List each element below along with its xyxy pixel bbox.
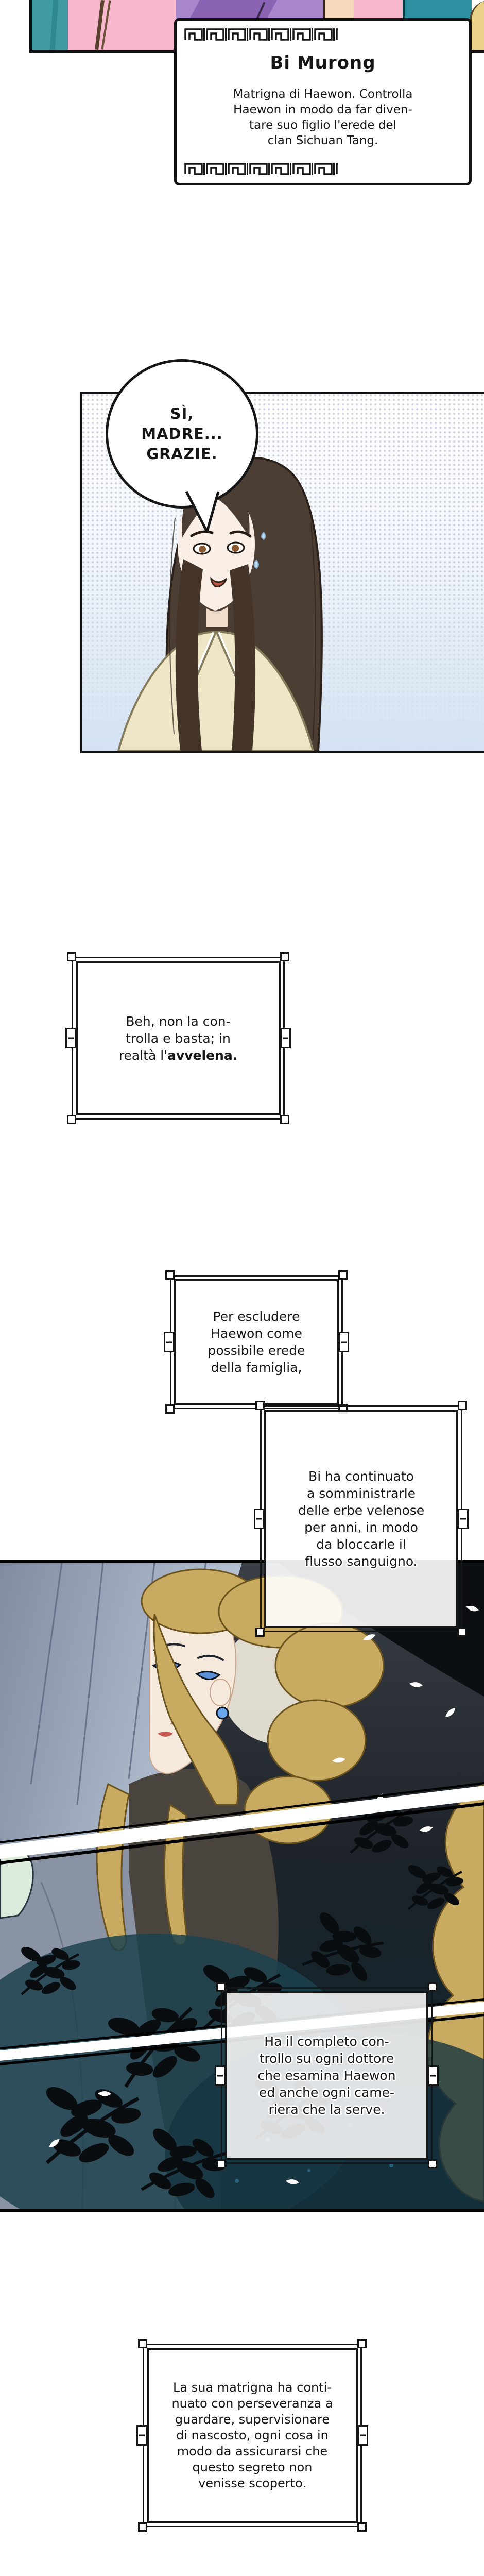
- bubble-tail: [185, 490, 220, 533]
- bubble-line: SÌ,: [170, 404, 194, 422]
- greek-key-ornament: [357, 2339, 367, 2348]
- narration-line: Ha il completo con-: [264, 2034, 389, 2049]
- meander-border-top: [183, 27, 338, 42]
- character-card: Bi Murong Matrigna di Haewon. Controlla …: [174, 18, 472, 185]
- greek-key-ornament: [216, 1982, 226, 1992]
- greek-key-ornament: [338, 1332, 349, 1352]
- greek-key-ornament: [458, 1401, 467, 1410]
- greek-key-ornament: [428, 2065, 439, 2086]
- narration-line: questo segreto non: [192, 2460, 313, 2475]
- narration-line: modo da assicurarsi che: [177, 2444, 328, 2459]
- greek-key-ornament: [280, 952, 289, 961]
- narration-line: da bloccarle il: [316, 1537, 406, 1552]
- greek-key-ornament: [136, 2425, 147, 2446]
- greek-key-ornament: [165, 1404, 175, 1414]
- narration-text: Beh, non la con- trolla e basta; in real…: [119, 1013, 237, 1064]
- greek-key-ornament: [165, 1270, 175, 1280]
- narration-box-bi: Bi ha continuato a somministrarle delle …: [254, 1401, 469, 1637]
- greek-key-ornament: [428, 1982, 437, 1992]
- narration-fragment: realtà l': [118, 1047, 168, 1063]
- greek-key-ornament: [458, 1509, 469, 1529]
- narration-line: La sua matrigna ha conti-: [173, 2380, 332, 2395]
- greek-key-ornament: [357, 2425, 368, 2446]
- greek-key-ornament: [216, 2159, 226, 2168]
- narration-line: flusso sanguigno.: [305, 1554, 418, 1569]
- narration-box-per: Per escludere Haewon come possibile ered…: [164, 1270, 349, 1414]
- card-line: Matrigna di Haewon. Controlla: [233, 88, 413, 101]
- narration-emphasis: avvelena.: [167, 1047, 238, 1063]
- narration-box-la: La sua matrigna ha conti- nuato con pers…: [136, 2339, 368, 2532]
- narration-line: Haewon come: [211, 1326, 302, 1341]
- narration-line: riera che la serve.: [268, 2102, 385, 2117]
- greek-key-ornament: [138, 2522, 147, 2532]
- narration-text: Bi ha continuato a somministrarle delle …: [298, 1468, 424, 1570]
- narration-text: Ha il completo con- trollo su ogni dotto…: [257, 2033, 395, 2118]
- narration-box-beh: Beh, non la con- trolla e basta; in real…: [65, 952, 291, 1124]
- meander-border-bottom: [183, 162, 338, 176]
- greek-key-ornament: [280, 1115, 289, 1124]
- greek-key-ornament: [428, 2159, 437, 2168]
- narration-line: delle erbe velenose: [298, 1503, 425, 1518]
- card-line: tare suo figlio l'erede del: [249, 118, 396, 132]
- card-line: clan Sichuan Tang.: [267, 134, 378, 147]
- pink-robe-shape: [68, 0, 176, 50]
- narration-box-ha: Ha il completo con- trollo su ogni dotto…: [215, 1982, 439, 2168]
- narration-text: Per escludere Haewon come possibile ered…: [208, 1308, 305, 1376]
- narration-line: trollo su ogni dottore: [259, 2051, 394, 2066]
- blonde-hair-shape: [470, 0, 484, 50]
- narration-line: ed anche ogni came-: [258, 2085, 394, 2100]
- greek-key-ornament: [338, 1270, 348, 1280]
- narration-line: della famiglia,: [211, 1360, 302, 1375]
- narration-line: possibile erede: [208, 1343, 305, 1358]
- narration-line: Per escludere: [213, 1309, 300, 1324]
- narration-line: realtà l'avvelena.: [119, 1047, 237, 1064]
- greek-key-ornament: [215, 2065, 226, 2086]
- narration-line: Bi ha continuato: [308, 1469, 414, 1484]
- greek-key-ornament: [357, 2522, 367, 2532]
- greek-key-ornament: [255, 1401, 265, 1410]
- character-name: Bi Murong: [270, 53, 376, 73]
- narration-line: trolla e basta; in: [126, 1030, 231, 1046]
- greek-key-ornament: [254, 1509, 265, 1529]
- narration-line: venisse scoperto.: [198, 2476, 306, 2490]
- narration-line: Beh, non la con-: [126, 1013, 231, 1029]
- greek-key-ornament: [255, 1628, 265, 1637]
- narration-line: nuato con perseveranza a: [171, 2396, 333, 2411]
- greek-key-ornament: [67, 952, 76, 961]
- greek-key-ornament: [138, 2339, 147, 2348]
- speech-bubble: SÌ, MADRE... GRAZIE.: [106, 359, 258, 509]
- greek-key-ornament: [164, 1332, 175, 1352]
- narration-line: di nascosto, ogni cosa in: [176, 2428, 329, 2443]
- character-description: Matrigna di Haewon. Controlla Haewon in …: [177, 87, 469, 148]
- bubble-line: MADRE...: [141, 425, 223, 443]
- greek-key-ornament: [458, 1628, 467, 1637]
- narration-line: guardare, supervisionare: [175, 2412, 330, 2427]
- narration-line: per anni, in modo: [304, 1520, 418, 1535]
- narration-line: a somministrarle: [306, 1486, 416, 1501]
- narration-text: La sua matrigna ha conti- nuato con pers…: [171, 2380, 333, 2492]
- greek-key-ornament: [65, 1028, 76, 1048]
- card-line: Haewon in modo da far diven-: [233, 103, 412, 116]
- bubble-line: GRAZIE.: [146, 445, 218, 463]
- greek-key-ornament: [280, 1028, 291, 1048]
- narration-line: che esamina Haewon: [257, 2068, 396, 2083]
- greek-key-ornament: [67, 1115, 76, 1124]
